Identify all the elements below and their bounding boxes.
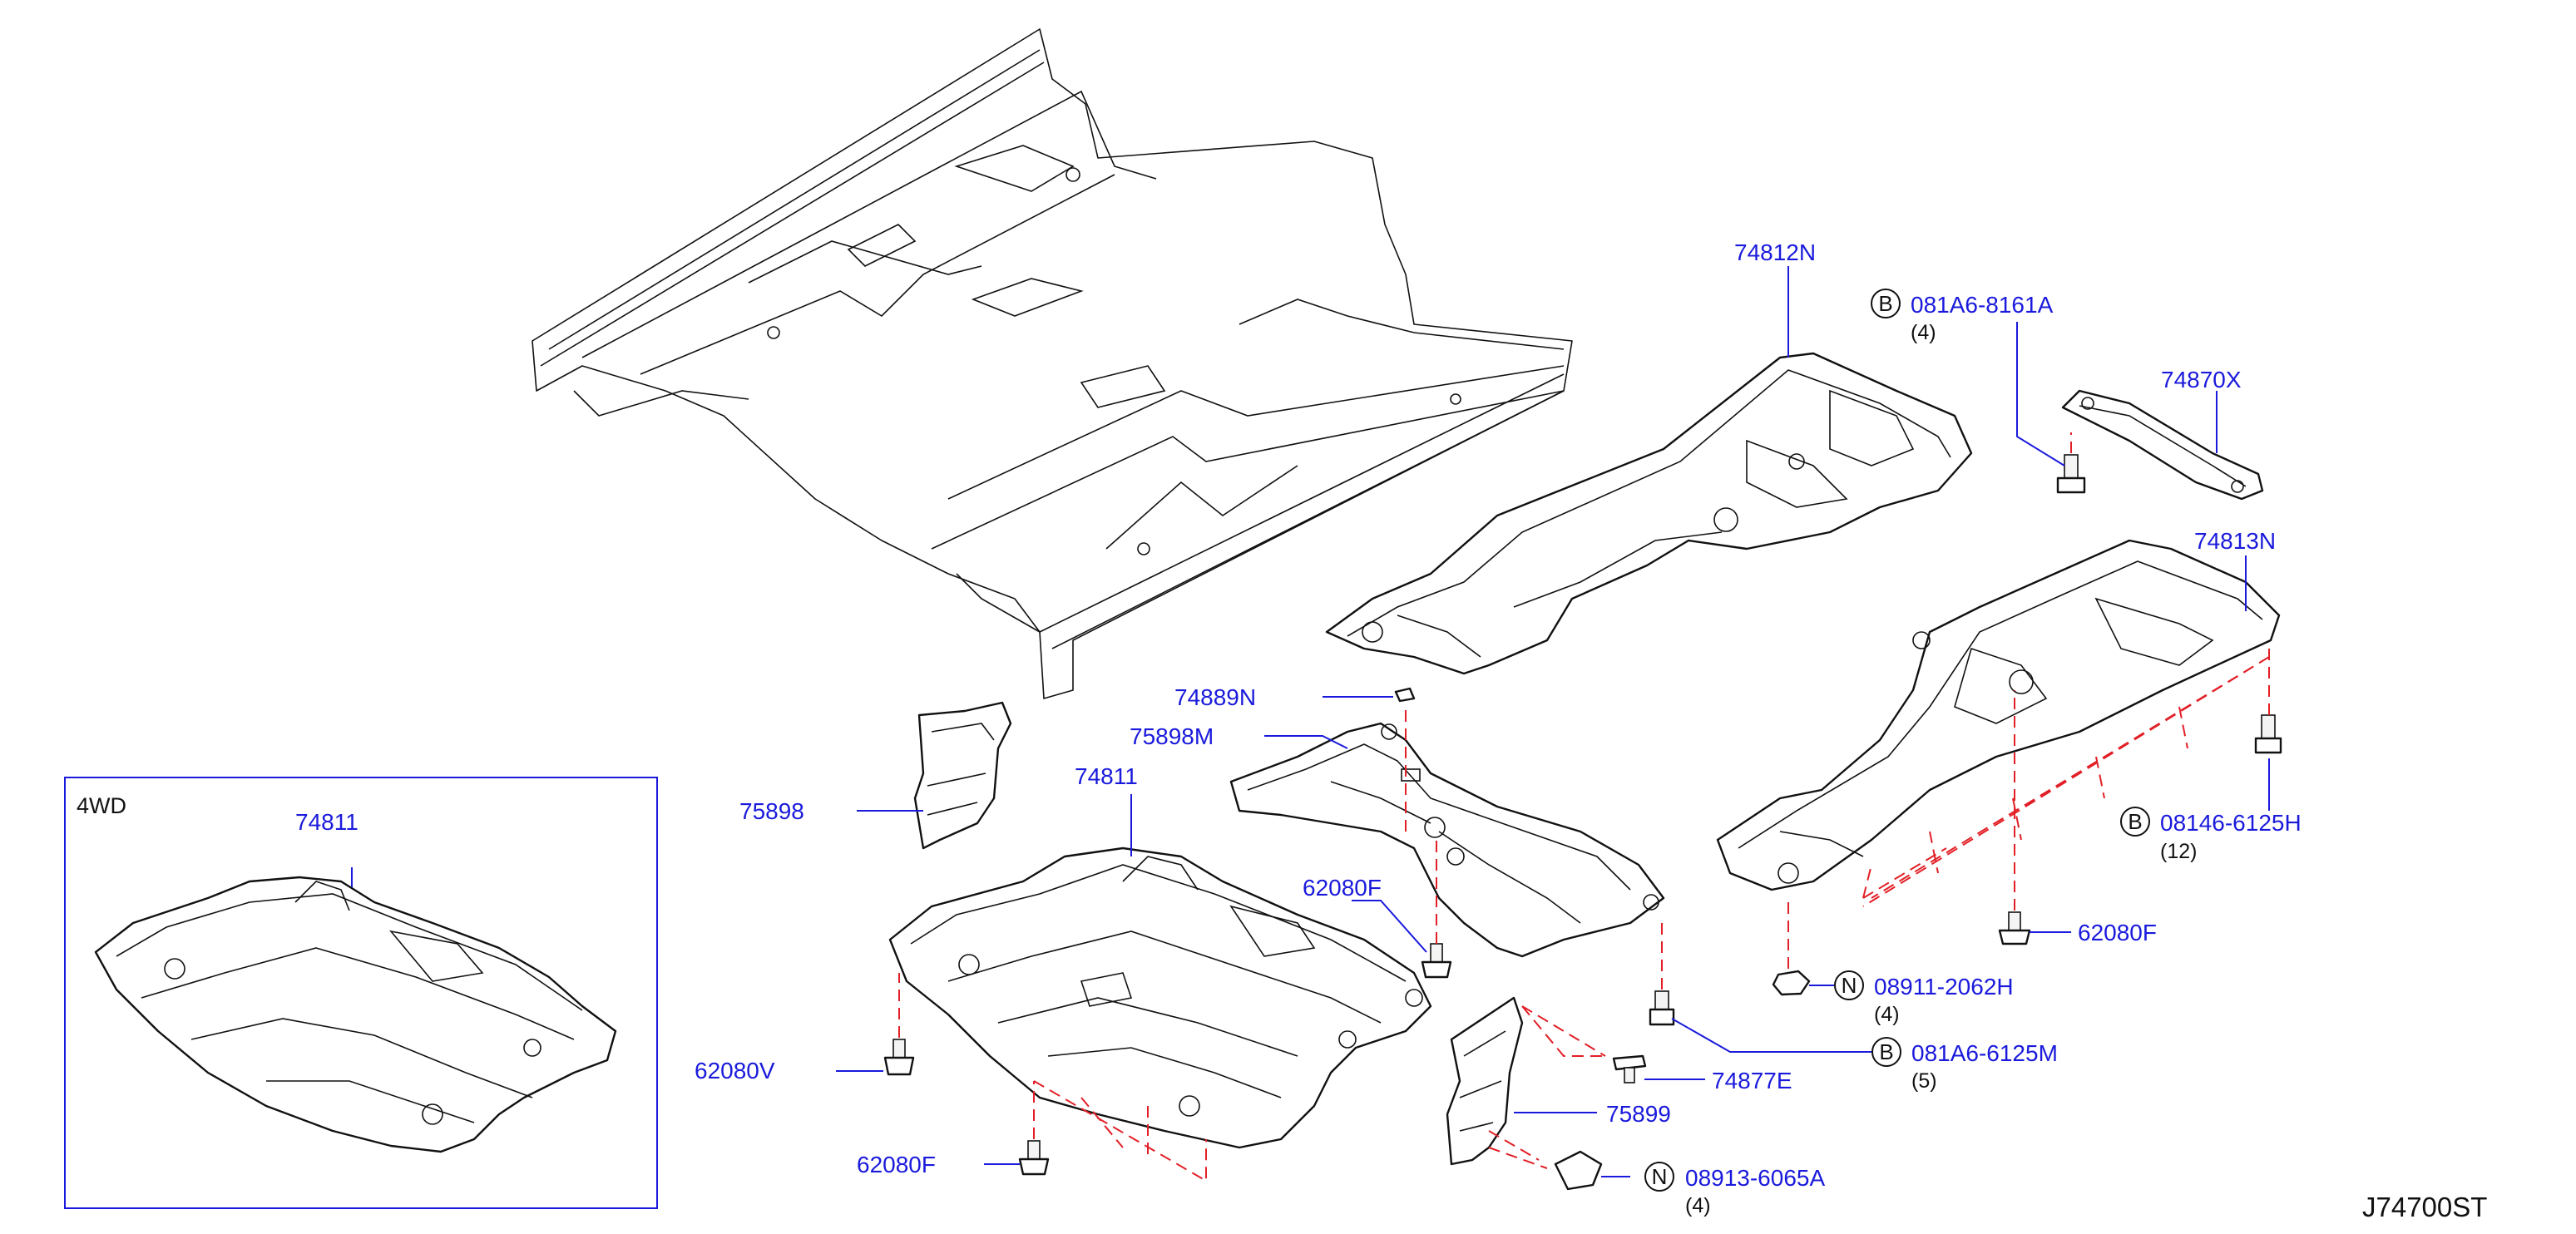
label-75898[interactable]: 75898 — [739, 798, 804, 824]
marker-b-081A6-8161A — [1871, 289, 1901, 318]
clip-74877E-icon — [1612, 1054, 1647, 1083]
label-74870X[interactable]: 74870X — [2161, 367, 2242, 392]
qty-08913-6065A: (4) — [1685, 1194, 1711, 1217]
qty-081A6-6125M: (5) — [1911, 1069, 1937, 1093]
inset-title: 4WD — [77, 793, 126, 818]
label-74889N[interactable]: 74889N — [1174, 684, 1256, 710]
marker-n-08913-6065A-letter: N — [1652, 1164, 1668, 1189]
label-081A6-6125M[interactable]: 081A6-6125M — [1911, 1040, 2058, 1066]
marker-b-081A6-6125M-letter: B — [1879, 1039, 1893, 1064]
label-08913-6065A[interactable]: 08913-6065A — [1685, 1165, 1825, 1191]
label-75899[interactable]: 75899 — [1606, 1101, 1671, 1127]
nut-08913-6065A-icon — [1554, 1150, 1603, 1191]
qty-081A6-8161A: (4) — [1911, 321, 1936, 344]
label-08911-2062H[interactable]: 08911-2062H — [1874, 974, 2014, 1000]
clip-62080F-right-icon — [1998, 911, 2031, 945]
clip-62080V-icon — [883, 1039, 915, 1076]
marker-b-08146-6125H-letter: B — [2128, 809, 2142, 834]
label-74877E[interactable]: 74877E — [1712, 1068, 1792, 1093]
inset-4wd-box: 4WD — [64, 777, 658, 1209]
label-62080V[interactable]: 62080V — [695, 1058, 775, 1083]
nut-08911-2062H-icon — [1772, 970, 1811, 996]
bolt-081A6-6125M-icon — [1649, 990, 1675, 1026]
qty-08146-6125H: (12) — [2160, 840, 2197, 863]
marker-n-08913-6065A — [1644, 1162, 1674, 1192]
qty-08911-2062H: (4) — [1874, 1003, 1900, 1026]
label-74812N[interactable]: 74812N — [1734, 239, 1816, 265]
label-62080F-right[interactable]: 62080F — [2078, 920, 2157, 945]
part-75898-shape — [913, 701, 1012, 850]
clip-62080F-middle-icon — [1421, 943, 1452, 979]
part-74812N-shape — [1325, 352, 1973, 675]
pad-74889N-icon — [1394, 687, 1416, 703]
part-labels: 74812N B 081A6-8161A (4) 74870X 74813N 7… — [295, 239, 2487, 1222]
marker-b-08146-6125H — [2120, 807, 2150, 837]
part-74870X-shape — [2061, 389, 2264, 501]
part-74811-4wd-shape — [94, 876, 617, 1153]
clip-62080F-bottom-icon — [1018, 1140, 1050, 1176]
part-75898M-shape — [1229, 722, 1665, 958]
label-08146-6125H[interactable]: 08146-6125H — [2160, 810, 2302, 836]
label-62080F-bottom[interactable]: 62080F — [857, 1152, 936, 1177]
fasteners — [883, 454, 2282, 1191]
part-74813N-shape — [1716, 539, 2281, 891]
marker-n-08911-2062H-letter: N — [1842, 973, 1857, 998]
label-74811-4wd[interactable]: 74811 — [295, 809, 358, 835]
leader-lines — [351, 266, 2270, 1177]
diagram-code: J74700ST — [2362, 1192, 2487, 1222]
bolt-08146-6125H-icon — [2254, 714, 2282, 754]
bolt-081A6-8161A-icon — [2056, 454, 2086, 494]
marker-b-081A6-6125M — [1871, 1037, 1901, 1067]
label-74811[interactable]: 74811 — [1075, 763, 1138, 789]
label-74813N[interactable]: 74813N — [2194, 528, 2276, 554]
floor-body-shell — [532, 28, 1573, 699]
marker-n-08911-2062H — [1834, 970, 1864, 1000]
part-75899-shape — [1446, 996, 1524, 1166]
marker-b-081A6-8161A-letter: B — [1878, 291, 1892, 316]
label-081A6-8161A[interactable]: 081A6-8161A — [1911, 292, 2054, 318]
assembly-dash-lines — [898, 432, 2270, 1182]
part-74811-shape — [888, 847, 1432, 1149]
label-62080F-middle[interactable]: 62080F — [1303, 875, 1382, 901]
label-75898M[interactable]: 75898M — [1130, 723, 1214, 749]
